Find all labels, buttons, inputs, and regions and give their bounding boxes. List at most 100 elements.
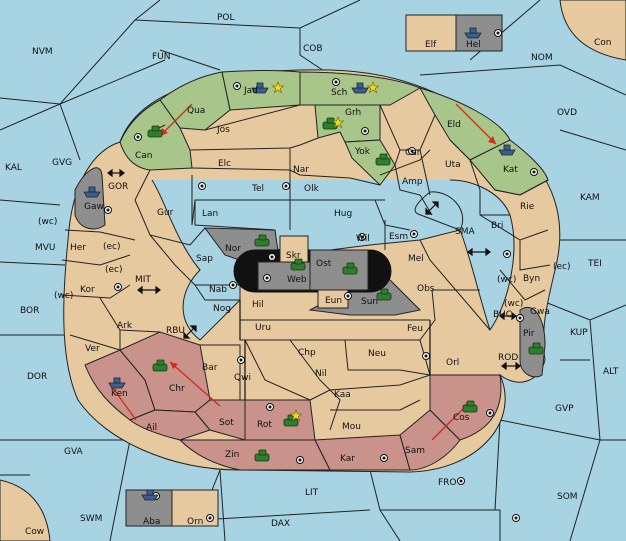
label-kar: Kar	[340, 454, 355, 464]
label-bar: Bar	[202, 363, 218, 373]
label-sam: Sam	[405, 446, 425, 456]
label-uru: Uru	[255, 323, 271, 333]
label-orn: Orn	[187, 517, 203, 527]
tank-icon	[376, 288, 392, 301]
label-nor: Nor	[225, 244, 241, 254]
label-gaw: Gaw	[84, 202, 104, 212]
label-hil: Hil	[252, 300, 264, 310]
label-mou: Mou	[342, 422, 361, 432]
territory-kar[interactable]	[314, 434, 411, 471]
army-units	[147, 117, 544, 462]
label-neu: Neu	[368, 349, 386, 359]
label-web: Web	[287, 275, 307, 285]
label-cob: COB	[303, 44, 323, 54]
label-esm: Esm	[389, 232, 408, 242]
label-hug: Hug	[334, 209, 352, 219]
label-chp: Chp	[298, 348, 316, 358]
ship-icon	[83, 186, 101, 198]
label-con: Con	[594, 38, 612, 48]
label-gwa: Gwa	[530, 307, 550, 317]
label-swm: SWM	[80, 514, 102, 524]
label-wil: Wil	[356, 234, 370, 244]
label-nom: NOM	[531, 53, 553, 63]
inner-sea	[151, 179, 515, 341]
label-olk: Olk	[304, 184, 320, 194]
label-aba: Aba	[143, 517, 160, 527]
front-line	[239, 300, 431, 400]
ship-icon	[351, 82, 369, 94]
label-dor: DOR	[27, 372, 47, 382]
label-kaa: Kaa	[334, 390, 351, 400]
label-alt: ALT	[603, 367, 619, 377]
label-uta: Uta	[445, 160, 461, 170]
land-borders	[61, 104, 551, 431]
label-ovd: OVD	[557, 108, 577, 118]
label-sch: Sch	[331, 88, 347, 98]
star-markers	[271, 81, 380, 422]
label-her: Her	[70, 243, 86, 253]
label-elf: Elf	[425, 40, 437, 50]
label-rot: Rot	[257, 420, 272, 430]
territory-rot[interactable]	[244, 399, 316, 441]
label-mel: Mel	[408, 254, 424, 264]
label-gvp: GVP	[555, 404, 574, 414]
label-ec-her: (ec)	[103, 242, 121, 252]
label-ec-byn: (ec)	[553, 262, 571, 272]
label-ken: Ken	[111, 389, 128, 399]
ship-icon	[464, 27, 482, 39]
land-labels: Elf Hel Aba Orn Jad Sch Qua Jos Grh Eld …	[70, 40, 550, 527]
tank-icon	[322, 117, 338, 130]
label-rbu: RBU	[166, 326, 185, 336]
label-pir: Pir	[523, 329, 535, 339]
label-wc-kor: (wc)	[54, 291, 73, 301]
label-som: SOM	[557, 492, 578, 502]
label-kal: KAL	[5, 163, 22, 173]
label-feu: Feu	[407, 324, 423, 334]
label-mit: MIT	[135, 275, 151, 285]
territory-elf[interactable]	[405, 14, 457, 52]
label-elc: Elc	[218, 159, 231, 169]
label-can: Can	[135, 151, 153, 161]
label-car: Car	[405, 148, 421, 158]
label-sot: Sot	[219, 418, 234, 428]
label-wc-her: (wc)	[38, 217, 57, 227]
tank-icon	[375, 153, 391, 166]
territory-skr[interactable]	[279, 235, 309, 263]
label-sma: SMA	[455, 227, 475, 237]
label-jos: Jos	[216, 125, 230, 135]
tank-icon	[462, 400, 478, 413]
label-sun: Sun	[361, 297, 378, 307]
label-nvm: NVM	[32, 47, 53, 57]
label-hel: Hel	[466, 40, 481, 50]
territory-ost[interactable]	[309, 249, 369, 291]
label-byn: Byn	[523, 274, 540, 284]
territory-qua[interactable]	[159, 71, 231, 131]
territory-pir[interactable]	[519, 307, 546, 378]
label-cow: Cow	[25, 527, 44, 537]
tank-icon	[254, 234, 270, 247]
label-qua: Qua	[187, 106, 205, 116]
label-dax: DAX	[271, 519, 290, 529]
ship-icon	[108, 377, 126, 389]
tank-icon	[147, 124, 166, 138]
label-mvu: MVU	[35, 243, 56, 253]
label-gur: Gur	[157, 208, 174, 218]
label-pol: POL	[217, 13, 235, 23]
label-nar: Nar	[293, 165, 309, 175]
territory-gaw[interactable]	[74, 167, 106, 230]
label-eld: Eld	[447, 120, 461, 130]
label-yok: Yok	[354, 147, 371, 157]
label-orl: Orl	[446, 358, 459, 368]
label-ost: Ost	[316, 259, 332, 269]
label-obs: Obs	[417, 284, 435, 294]
label-nab: Nab	[209, 285, 227, 295]
label-lan: Lan	[202, 209, 218, 219]
label-sap: Sap	[196, 254, 213, 264]
label-ark: Ark	[117, 321, 133, 331]
sea-labels: POL NVM FUN COB NOM Con OVD KAL GVG GOR …	[5, 13, 619, 537]
label-bri: Bri	[491, 221, 503, 231]
ship-icon	[251, 82, 269, 94]
label-gva: GVA	[64, 447, 84, 457]
label-qwi: Qwi	[234, 373, 251, 383]
ship-icon	[498, 144, 516, 156]
